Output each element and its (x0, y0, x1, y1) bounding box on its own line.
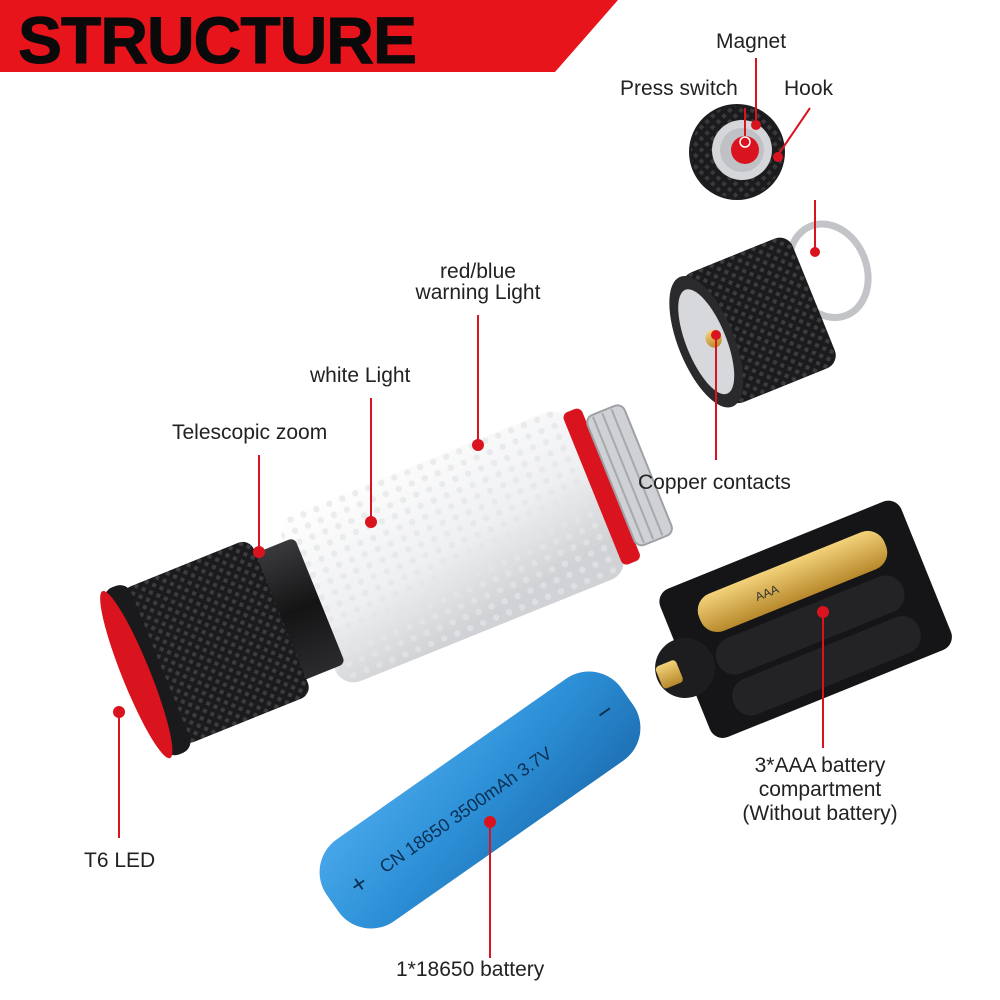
telescopic-zoom-label: Telescopic zoom (172, 421, 328, 444)
white-light-label: white Light (310, 364, 411, 387)
switch-closeup (689, 104, 785, 200)
warning-light-label-line1: red/blue (440, 260, 516, 283)
hook-label: Hook (784, 77, 834, 100)
press-switch-button (731, 136, 759, 164)
zoom-collar (249, 539, 344, 681)
press-switch-label: Press switch (620, 77, 738, 100)
aaa-compartment-label-line2: compartment (758, 778, 882, 801)
title-banner: STRUCTURE (0, 0, 618, 78)
compartment-contact (655, 660, 683, 689)
t6-led-label: T6 LED (84, 849, 156, 872)
banner-red-band (0, 0, 618, 72)
flashlight-body (100, 404, 673, 759)
aaa-cell (697, 530, 888, 633)
red-bezel-ring (100, 591, 173, 759)
leader-lines (113, 58, 829, 958)
aaa-compartment-label-line3: (Without battery) (742, 802, 898, 825)
battery-18650: + CN 18650 3500mAh 3.7V − (319, 671, 641, 929)
aaa-compartment: AAA (655, 500, 952, 738)
banner-title: STRUCTURE (18, 3, 416, 77)
tail-cap (669, 220, 872, 408)
hook-leader (777, 107, 811, 156)
magnet-label: Magnet (716, 30, 787, 53)
battery-18650-label: 1*18650 battery (396, 958, 545, 981)
aaa-compartment-label-line1: 3*AAA battery (754, 754, 886, 777)
copper-contacts-label: Copper contacts (638, 471, 791, 494)
red-ring (563, 408, 640, 565)
warning-light-label-line2: warning Light (415, 281, 541, 304)
thread-end (586, 404, 673, 547)
